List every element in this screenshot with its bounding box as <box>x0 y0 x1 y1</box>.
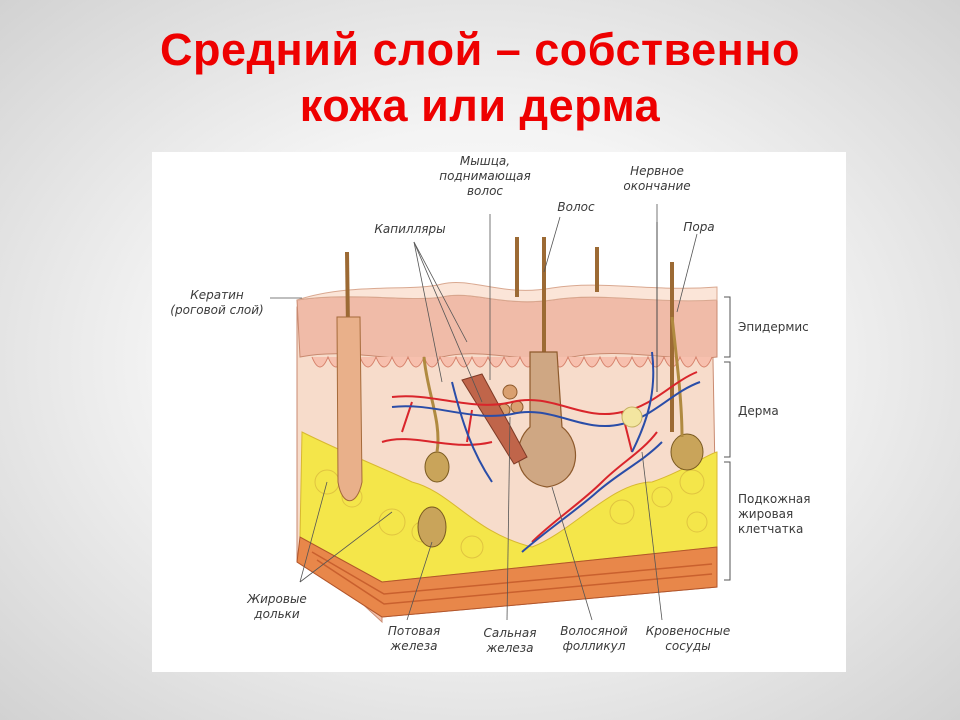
dermal-papillae <box>311 355 713 368</box>
label-hair: Волос <box>557 200 595 214</box>
label-blood-vessels: Кровеносные сосуды <box>645 624 731 653</box>
slide-title: Средний слой – собственно кожа или дерма <box>0 22 960 134</box>
label-subcutis: Подкожная жировая клетчатка <box>738 492 811 536</box>
label-dermis: Дерма <box>738 404 779 418</box>
label-pore: Пора <box>683 220 715 234</box>
label-arrector-muscle: Мышца, поднимающая волос <box>439 154 531 198</box>
label-sweat-gland: Потовая железа <box>387 624 441 653</box>
label-fat-lobules: Жировые дольки <box>247 592 307 621</box>
label-sebaceous-gland: Сальная железа <box>483 626 537 655</box>
title-line-1: Средний слой – собственно <box>159 24 801 75</box>
fascia-band <box>296 536 718 618</box>
left-follicle <box>336 316 363 502</box>
title-line-2: кожа или дерма <box>299 80 661 131</box>
label-nerve-ending: Нервное окончание <box>623 164 691 193</box>
label-capillaries: Капилляры <box>374 222 446 236</box>
arrector-muscle <box>461 373 528 465</box>
veins <box>391 351 701 553</box>
sweat-gland-right <box>670 316 704 471</box>
label-epidermis: Эпидермис <box>738 320 809 334</box>
nerve-receptor <box>621 406 643 428</box>
label-hair-follicle: Волосяной фолликул <box>560 624 628 653</box>
skin-diagram: Кератин (роговой слой) Капилляры Мышца, … <box>152 152 846 672</box>
keratin-surface <box>296 282 718 303</box>
label-keratin: Кератин (роговой слой) <box>170 288 264 317</box>
sebaceous-gland <box>497 384 524 417</box>
leader-lines <box>270 204 698 621</box>
layer-brackets <box>724 296 731 581</box>
skin-cross-section <box>270 204 731 624</box>
